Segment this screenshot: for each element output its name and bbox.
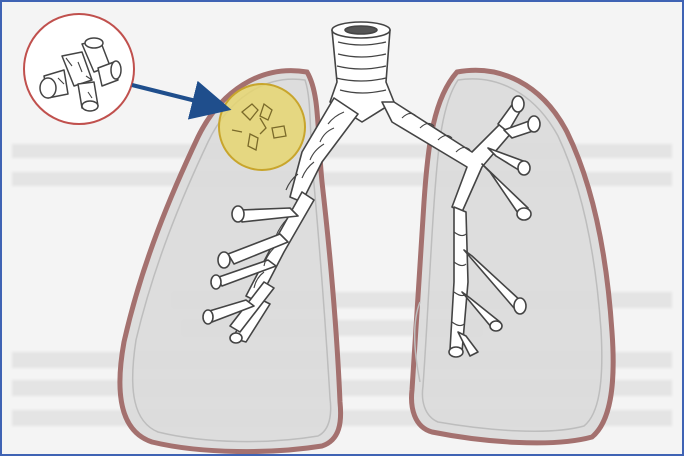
pointer-arrow — [132, 85, 216, 106]
highlighted-segment — [219, 84, 305, 170]
magnified-inset — [24, 14, 134, 124]
